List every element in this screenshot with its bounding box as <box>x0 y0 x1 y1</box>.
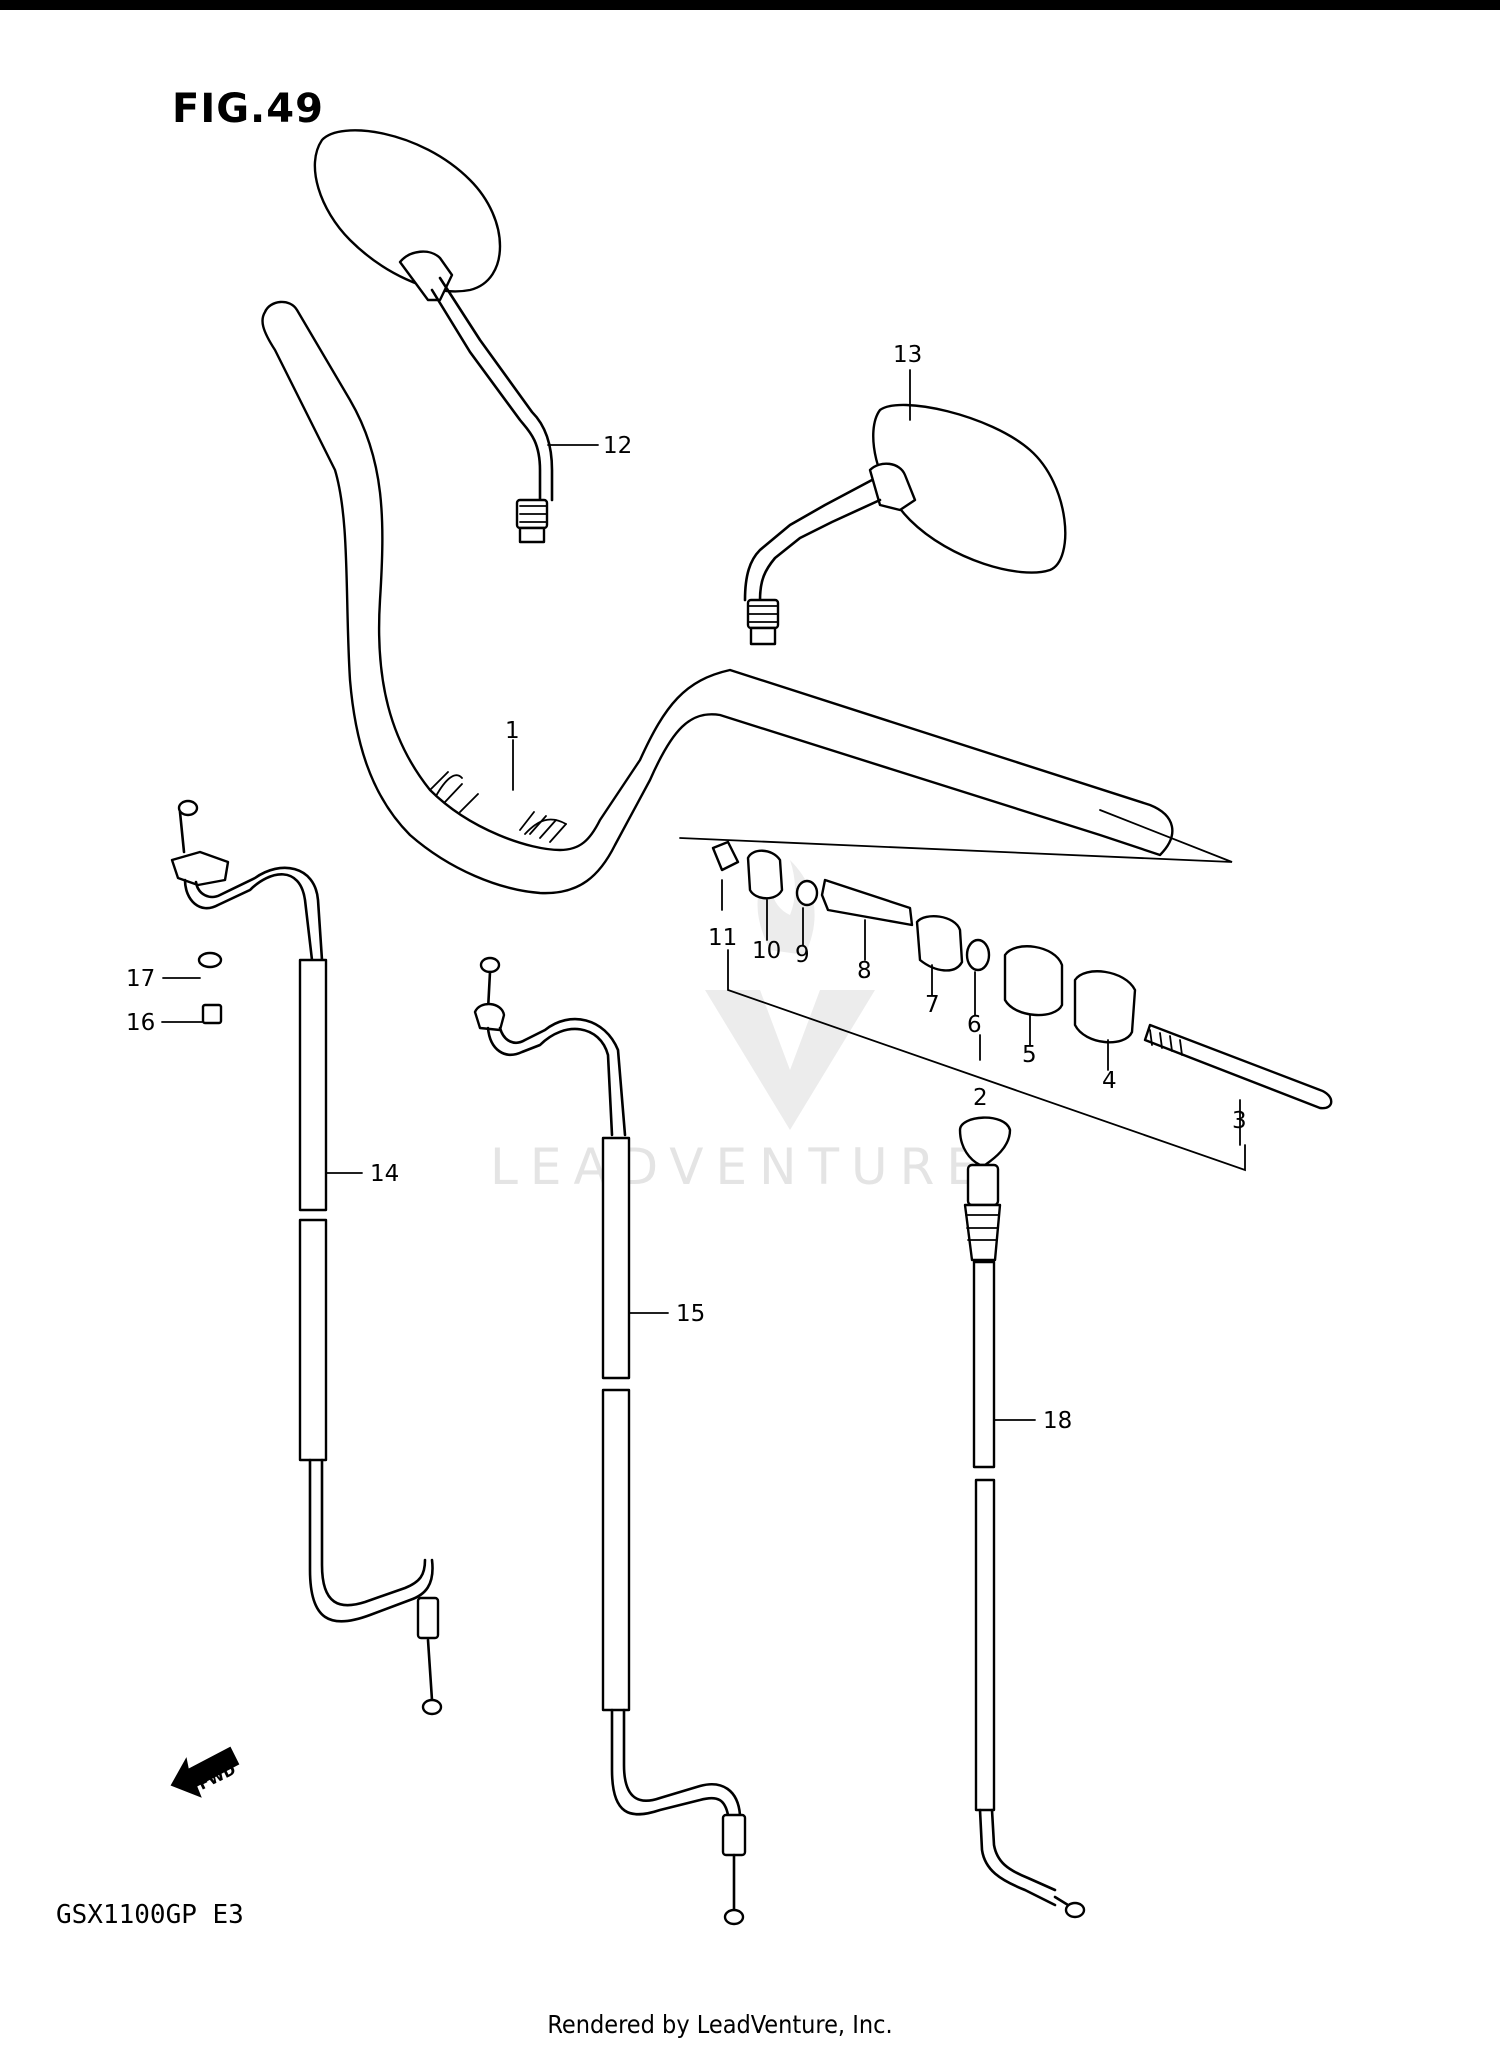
balancer-assembly <box>679 809 1333 1172</box>
callout-7: 7 <box>925 992 940 1018</box>
throttle-cable-15 <box>473 956 747 1926</box>
callout-13: 13 <box>893 342 922 368</box>
left-mirror <box>313 129 554 544</box>
choke-cable-18 <box>958 1116 1086 1919</box>
callout-5: 5 <box>1022 1042 1037 1068</box>
callout-leaders <box>161 369 1241 1421</box>
callout-16: 16 <box>126 1010 155 1036</box>
callout-9: 9 <box>795 942 810 968</box>
right-mirror <box>743 403 1067 646</box>
handlebar <box>261 300 1174 895</box>
callout-15: 15 <box>676 1301 705 1327</box>
callout-14: 14 <box>370 1161 399 1187</box>
throttle-cable-14 <box>170 799 443 1716</box>
callout-8: 8 <box>857 958 872 984</box>
callout-labels: 1 2 3 4 5 6 7 8 9 10 11 12 13 14 15 16 1… <box>126 342 1247 1434</box>
callout-12: 12 <box>603 433 632 459</box>
callout-1: 1 <box>505 718 520 744</box>
callout-4: 4 <box>1102 1068 1117 1094</box>
callout-17: 17 <box>126 966 155 992</box>
footer-credit: Rendered by LeadVenture, Inc. <box>547 2010 893 2039</box>
top-border <box>0 0 1500 10</box>
callout-2: 2 <box>973 1085 988 1111</box>
callout-11: 11 <box>708 925 737 951</box>
fwd-arrow-icon: FWD <box>170 1746 240 1798</box>
model-code: GSX1100GP E3 <box>56 1900 244 1930</box>
figure-title: FIG.49 <box>172 86 324 132</box>
callout-6: 6 <box>967 1012 982 1038</box>
callout-18: 18 <box>1043 1408 1072 1434</box>
watermark-text: LEADVENTURE <box>490 1138 990 1196</box>
callout-3: 3 <box>1232 1108 1247 1134</box>
callout-10: 10 <box>752 938 781 964</box>
